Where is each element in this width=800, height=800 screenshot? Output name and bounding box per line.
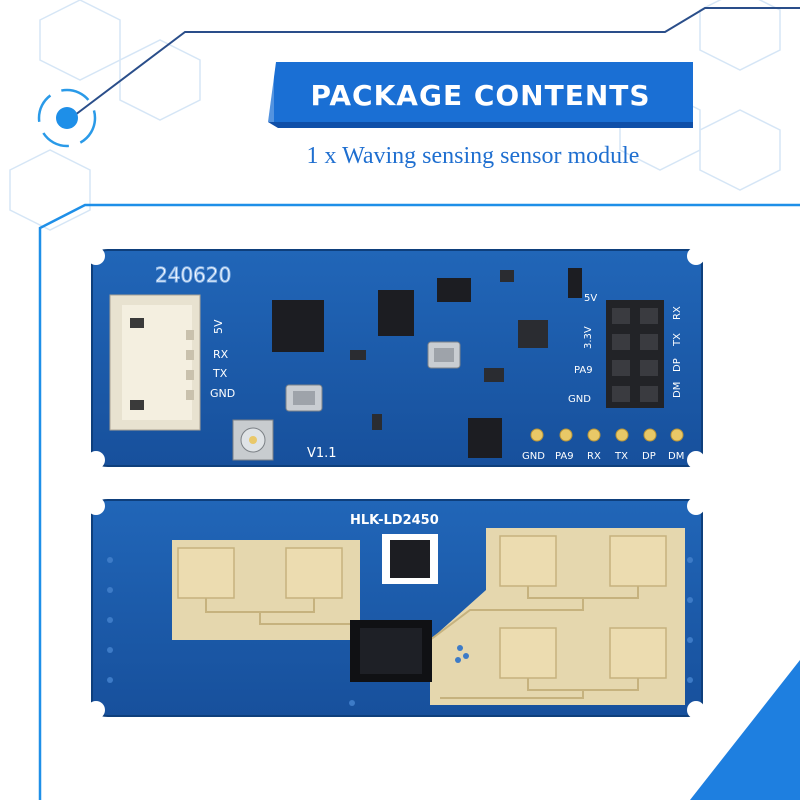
antenna-patch bbox=[499, 535, 557, 587]
pcb-version: V1.1 bbox=[307, 446, 337, 461]
page-title: PACKAGE CONTENTS bbox=[310, 79, 651, 112]
pad-label-rx: RX bbox=[587, 451, 601, 462]
target-circle-icon bbox=[37, 88, 97, 148]
header-pin-rx: RX bbox=[672, 306, 683, 320]
title-banner bbox=[268, 62, 693, 128]
header-pin-dm: DM bbox=[672, 382, 683, 398]
header-pin-dp: DP bbox=[672, 358, 683, 372]
ufl-antenna-connector bbox=[232, 419, 274, 461]
pcb-model-label: HLK-LD2450 bbox=[350, 513, 439, 528]
pin-header bbox=[606, 300, 664, 408]
header-pin-tx: TX bbox=[672, 333, 683, 347]
pad-label-dp: DP bbox=[642, 451, 656, 462]
antenna-patch bbox=[499, 627, 557, 679]
antenna-patch bbox=[285, 547, 343, 599]
left-pin-gnd: GND bbox=[210, 387, 235, 400]
pcb-bottom-board: HLK-LD2450 bbox=[87, 497, 705, 719]
header-pin-gnd: GND bbox=[568, 394, 591, 405]
radar-chip bbox=[350, 620, 432, 682]
pad-label-tx: TX bbox=[614, 451, 628, 462]
left-pin-rx: RX bbox=[213, 348, 229, 361]
header-pin-3v3: 3.3V bbox=[583, 326, 594, 349]
pad-label-pa9: PA9 bbox=[555, 451, 574, 462]
left-pin-5v: 5V bbox=[212, 319, 225, 334]
pad-label-dm: DM bbox=[668, 451, 684, 462]
jst-connector bbox=[109, 294, 201, 431]
pcb-top-board: 240620 5V RX TX GND bbox=[87, 247, 705, 469]
pad-label-gnd: GND bbox=[522, 451, 545, 462]
antenna-patch bbox=[609, 535, 667, 587]
package-subtitle: 1 x Waving sensing sensor module bbox=[306, 143, 640, 169]
antenna-patch bbox=[177, 547, 235, 599]
pcb-date-code: 240620 bbox=[155, 263, 231, 287]
antenna-patch bbox=[609, 627, 667, 679]
left-pin-tx: TX bbox=[212, 367, 228, 380]
header-pin-pa9: PA9 bbox=[574, 365, 593, 376]
header-pin-5v: 5V bbox=[584, 293, 597, 304]
